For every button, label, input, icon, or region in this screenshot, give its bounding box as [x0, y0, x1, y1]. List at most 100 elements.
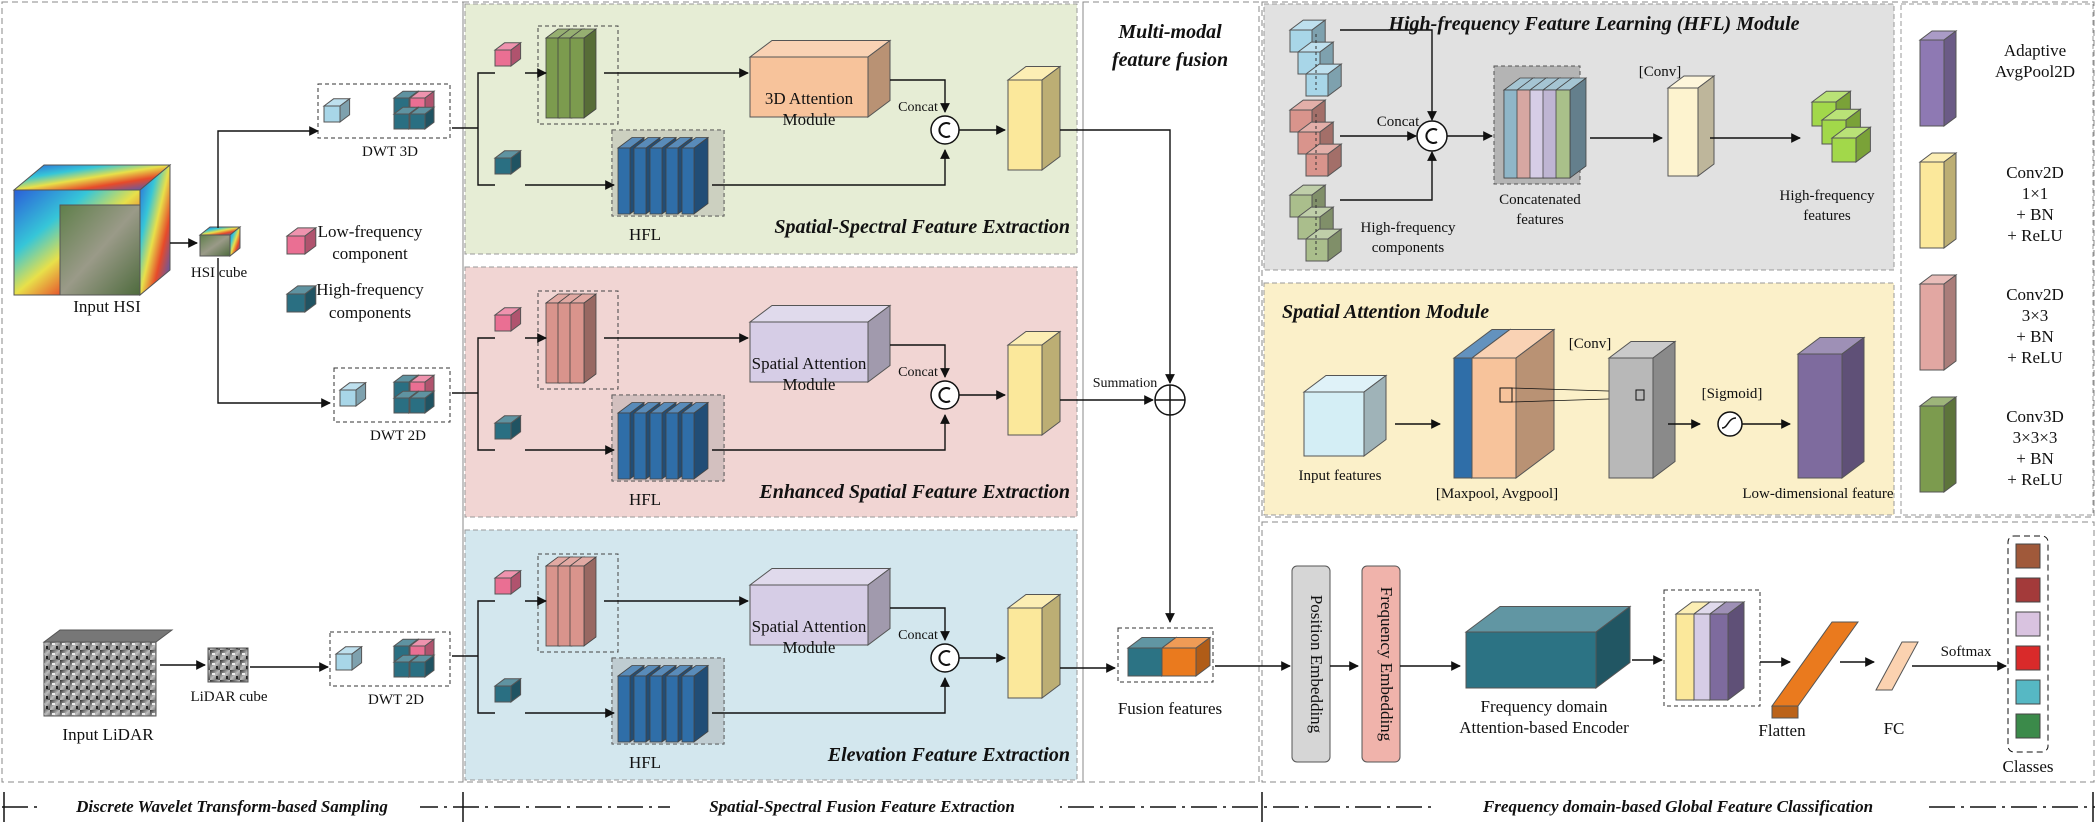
dwt2d-lidar-block-frame [329, 631, 451, 687]
sam-conv-block-side [1652, 340, 1676, 479]
ssfe-hfl-stack-plate [617, 147, 631, 215]
efe-attention-module-front [749, 584, 869, 646]
ssfe-hfl-stack-plate-side [693, 136, 709, 215]
esfe-output-block-front [1007, 344, 1043, 436]
efe-high-cube [493, 677, 523, 704]
classification-section-frame [1261, 521, 2095, 783]
sam-sigmoid-symbol [1717, 411, 1743, 437]
sam-pool-label: [Maxpool, Avgpool] [1436, 486, 1558, 502]
esfe-hfl-to-concat-arrow [712, 414, 950, 451]
hfl-top-to-concat-arrow [1340, 29, 1437, 121]
ssfe-high-cube-front [494, 157, 512, 175]
esfe-concat-symbol [930, 380, 960, 410]
legend-label-3: + ReLU [2007, 470, 2062, 489]
legend-label-0: AvgPool2D [1995, 62, 2075, 81]
esfe-hfl-stack-plate [681, 412, 695, 480]
class-swatch [2015, 645, 2041, 671]
ssfe-output-block [1006, 65, 1062, 171]
pool-purple-plate-front [1709, 613, 1729, 701]
sam-output-block-side [1841, 336, 1865, 479]
hfl-hf-components-label-2: components [1372, 240, 1445, 256]
hfl-hf-features-label: High-frequency [1780, 188, 1875, 204]
dwt2d-hsi-block-wavelet-cube [408, 390, 436, 414]
esfe-module-to-concat-arrow [890, 344, 950, 378]
dwt3d-block-wavelet-cube-front [393, 113, 410, 130]
sam-avgpool-plate-front [1471, 357, 1517, 479]
efe-concat-label: Concat [898, 628, 938, 643]
ssfe-hfl-stack-plate [665, 147, 679, 215]
hfl-input-cube [1304, 63, 1343, 98]
dwt2d-hsi-block-wavelet-cube-front [393, 397, 410, 414]
esfe-title: Enhanced Spatial Feature Extraction [758, 481, 1070, 503]
efe-concat-symbol-c-glyph [938, 650, 951, 666]
fusion-orange-cube [1160, 636, 1212, 677]
dwt3d-block-wavelet-cube [408, 106, 436, 130]
ssfe-concat-label: Concat [898, 100, 938, 115]
legend-block-3-front [1919, 405, 1945, 493]
legend-label-0: Adaptive [2004, 41, 2066, 60]
hfl-conv-label: [Conv] [1639, 64, 1682, 80]
pool-stack-frame [1663, 589, 1761, 707]
ssfe-concat-symbol [930, 115, 960, 145]
legend-block-1-front [1919, 161, 1945, 249]
hfl-input-cube [1304, 228, 1343, 263]
classes-frame [2007, 535, 2049, 753]
encoder-label-2: Attention-based Encoder [1459, 718, 1629, 737]
ssfe-concat-symbol-c-glyph [938, 122, 951, 138]
hfl-concat-symbol-c-glyph [1425, 128, 1438, 144]
sam-conv-kernel [1635, 389, 1645, 401]
lidar-image [43, 641, 157, 717]
legend-label-2: + ReLU [2007, 348, 2062, 367]
dwt2d-hsi-block-input-cube-front [339, 389, 357, 407]
efe-output-block-front [1007, 607, 1043, 699]
pool-purple-plate [1708, 601, 1746, 701]
ssfe-hfl-label: HFL [629, 225, 661, 244]
ssfe-hfl-stack-plate [633, 147, 647, 215]
summation-label: Summation [1093, 376, 1158, 391]
classes-label: Classes [2003, 757, 2054, 776]
efe-concat-symbol [930, 643, 960, 673]
fc-bar [1875, 641, 1919, 691]
legend-high-frequency-label: High-frequency [316, 280, 424, 299]
efe-attention-module-top [748, 568, 892, 586]
modules-section-frame [1261, 1, 2095, 518]
legend-block-0 [1918, 30, 1958, 127]
sam-input-cube-front [1303, 391, 1365, 457]
attention-encoder-block-front [1465, 631, 1597, 689]
esfe-low-path [477, 337, 495, 393]
frequency-embedding-label: Frequency Embedding [1377, 587, 1396, 742]
legend-label-1: + BN [2016, 205, 2053, 224]
ssfe-low-cube [493, 41, 523, 68]
sam-output-block [1796, 336, 1866, 479]
ssfe-title: Spatial-Spectral Feature Extraction [774, 216, 1070, 238]
legend-block-3 [1918, 396, 1958, 493]
position-embedding-block [1291, 565, 1331, 763]
dwt2d-hsi-block-label: DWT 2D [370, 428, 426, 444]
hfl-hf-features-label-2: features [1803, 208, 1851, 224]
ssfe-to-sum-arrow [1060, 129, 1175, 384]
legend-block-1 [1918, 152, 1958, 249]
input-hsi-label: Input HSI [73, 297, 141, 316]
sam-conv-label: [Conv] [1569, 336, 1612, 352]
efe-output-block-side [1041, 593, 1061, 699]
esfe-output-block-side [1041, 330, 1061, 436]
ssfe-output-block-side [1041, 65, 1061, 171]
esfe-hfl-frame [611, 394, 725, 482]
attention-encoder-block [1464, 605, 1632, 689]
hfl-output-cube-front [1831, 137, 1857, 163]
esfe-hfl-stack-plate [617, 412, 631, 480]
ssfe-output-block-front [1007, 79, 1043, 171]
flatten-bar-side [1771, 705, 1799, 719]
legend-label-1: + ReLU [2007, 226, 2062, 245]
hfl-conv-block-side [1697, 75, 1715, 177]
efe-hfl-label: HFL [629, 753, 661, 772]
ssfe-hfl-stack-plate [681, 147, 695, 215]
class-swatch [2015, 713, 2041, 739]
efe-hfl-frame [611, 657, 725, 745]
dwt2d-lidar-block-input-cube-front [335, 653, 353, 671]
ssfe-low-stack-plate [569, 37, 585, 119]
lidar-cube-label: LiDAR cube [190, 689, 267, 705]
ssfe-low-cube-front [494, 49, 512, 67]
esfe-low-stack-plate-side [583, 293, 597, 384]
pool-purple-plate-side [1727, 601, 1745, 701]
